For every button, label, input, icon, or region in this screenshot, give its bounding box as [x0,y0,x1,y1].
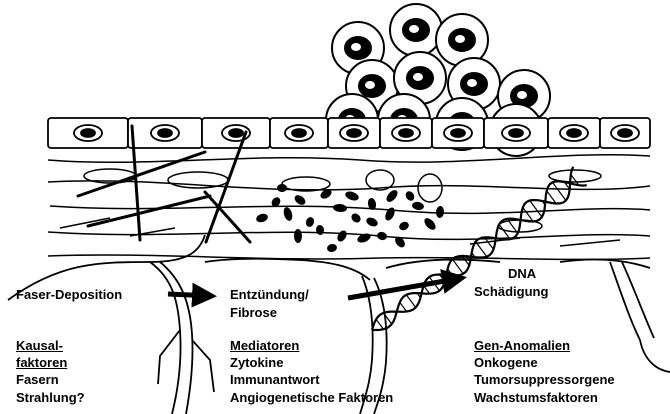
inflammatory-cell [383,206,396,222]
dna-base-pair [553,182,566,200]
heading-gen-anomalien: Gen-Anomalien [474,338,570,353]
blood-vessels [8,235,670,414]
dna-base-pair [406,295,415,308]
label-faser-deposition: Faser-Deposition [16,287,122,302]
inflammatory-cell [326,243,337,253]
inflammatory-cell [350,212,363,225]
heading-kausal-line1: Kausal- [16,338,63,353]
mediatoren-item-zytokine: Zytokine [230,355,283,370]
label-fibrose: Fibrose [230,305,277,320]
label-schaedigung: Schädigung [474,284,548,299]
inflammatory-cell [277,184,287,192]
inflammatory-cell [411,201,424,211]
dna-base-pair [376,319,383,329]
inflammatory-cell [333,203,348,212]
kausal-item-fasern: Fasern [16,372,59,387]
dna-helix [372,167,587,330]
tumor-cell-nucleolus [454,34,466,44]
gen-item-onkogene: Onkogene [474,355,538,370]
inflammatory-cell [422,216,437,232]
epithelial-cell-layer [48,118,650,148]
inflammatory-cell [282,206,294,222]
inflammatory-cell [404,190,416,203]
cell-nucleolus [618,129,632,137]
cell-nucleolus [567,129,581,137]
inflammatory-cell [356,232,372,245]
cell-nucleolus [399,129,413,137]
inflammatory-cell [398,220,411,232]
tumor-cell-nucleolus [466,78,478,88]
heading-mediatoren: Mediatoren [230,338,299,353]
cell-nucleolus [229,129,243,137]
inflammatory-cell [255,212,269,223]
heading-kausal-line2: faktoren [16,355,67,370]
tumor-cell-nucleolus [516,90,528,100]
cell-nucleolus [81,129,95,137]
mediatoren-item-angiogenetische-faktoren: Angiogenetische Faktoren [230,390,393,405]
inflammatory-cell [384,188,399,204]
inflammatory-cell [436,206,445,219]
dna-base-pair [476,242,487,257]
inflammatory-cell [365,216,379,228]
arrow-faser-to-entzuendung [168,294,212,296]
cell-nucleolus [509,129,523,137]
tumor-cell-nucleolus [408,24,420,34]
inflammatory-cells [255,184,444,253]
tumor-cell-nucleolus [412,72,424,82]
inflammatory-cell [294,229,302,243]
inflammatory-cell [344,190,360,202]
mediatoren-item-immunantwort: Immunantwort [230,372,320,387]
dna-base-pair [530,201,542,218]
tumor-cell-nucleolus [350,42,362,52]
inflammatory-cell [315,225,324,236]
inflammatory-cell [335,229,348,243]
kausal-item-strahlung: Strahlung? [16,390,85,405]
dna-base-pair [452,259,463,274]
inflammatory-cell [293,193,307,207]
cell-nucleolus [292,129,306,137]
tumor-cell-nucleolus [364,80,376,90]
cell-nucleolus [347,129,361,137]
gen-item-wachstumsfaktoren: Wachstumsfaktoren [474,390,598,405]
inflammatory-cell [376,231,388,241]
gen-item-tumorsuppressorgene: Tumorsuppressorgene [474,372,615,387]
label-entzuendung: Entzündung/ [230,287,309,302]
cell-nucleolus [158,129,172,137]
dna-base-pair [400,302,407,311]
cell-nucleolus [451,129,465,137]
label-dna: DNA [508,266,536,281]
inflammatory-cell [304,216,315,228]
